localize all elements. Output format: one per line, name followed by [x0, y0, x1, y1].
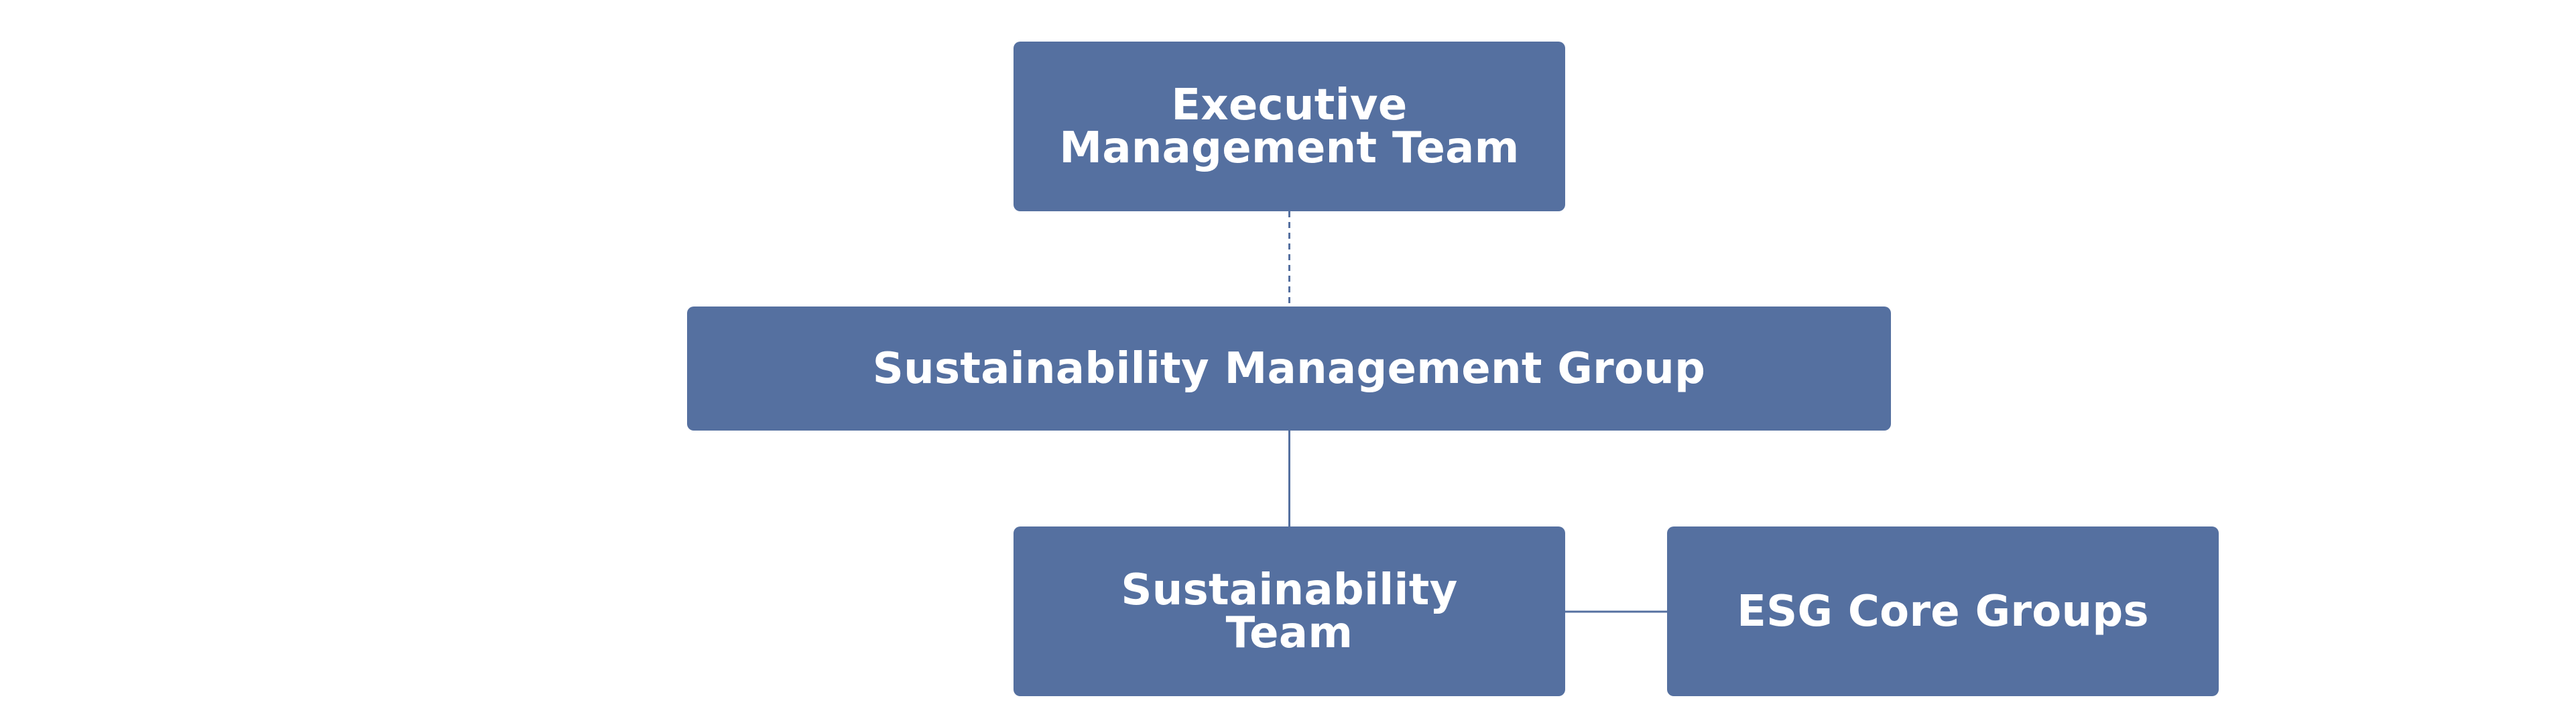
node-sustainability-team: Sustainability Team: [1014, 526, 1565, 696]
node-esg-core-groups: ESG Core Groups: [1667, 526, 2219, 696]
node-label: Executive Management Team: [1059, 80, 1520, 173]
node-label: ESG Core Groups: [1737, 586, 2149, 636]
node-executive-management-team: Executive Management Team: [1014, 42, 1565, 211]
node-label: Sustainability Team: [1121, 565, 1458, 658]
node-label: Sustainability Management Group: [872, 343, 1706, 394]
node-sustainability-management-group: Sustainability Management Group: [687, 307, 1891, 431]
